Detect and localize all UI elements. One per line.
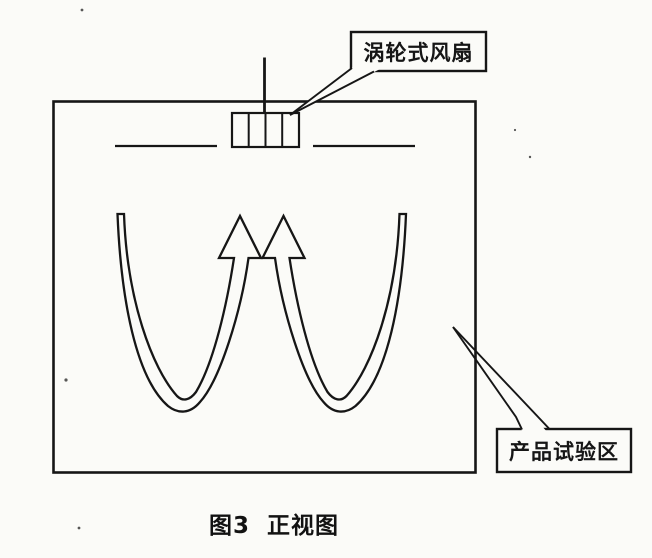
fan-callout-box [349, 30, 488, 73]
noise-dot [77, 526, 81, 530]
fan-callout-pointer-edge [289, 67, 353, 116]
test-area-callout-box [495, 427, 633, 474]
scan-noise-dots [64, 8, 532, 530]
airflow-arrow-left [116, 212, 263, 413]
figure-caption-title: 正视图 [267, 513, 340, 539]
test-area-callout-pointer-edge [452, 326, 550, 430]
noise-dot [64, 378, 68, 382]
test-area-callout-pointer-edge [452, 326, 523, 430]
figure-caption: 图3 正视图 [209, 506, 339, 540]
noise-dot [513, 128, 517, 132]
chamber-outline [52, 100, 477, 474]
noise-dot [80, 8, 84, 12]
fan-callout-pointer-edge [289, 70, 375, 116]
figure-caption-number: 图3 [209, 513, 251, 539]
fan-icon [230, 111, 301, 149]
noise-dot [528, 155, 532, 159]
airflow-arrows [116, 212, 408, 413]
